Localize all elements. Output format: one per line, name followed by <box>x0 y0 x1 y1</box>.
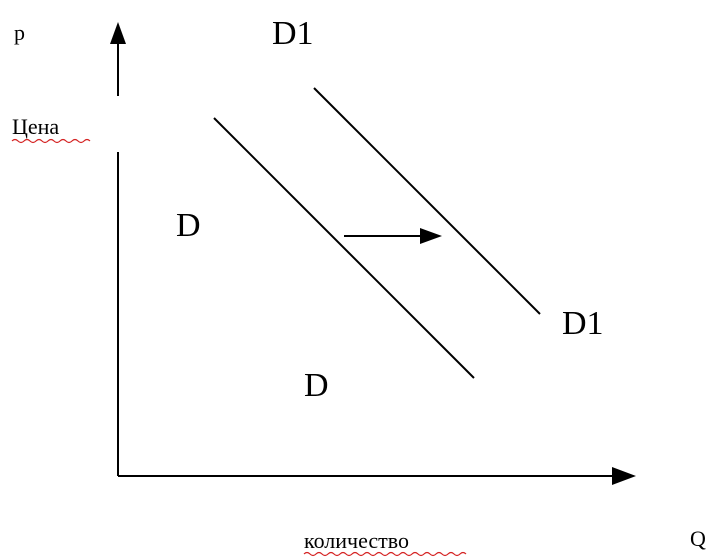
curve-d-label-bottom: D <box>304 367 329 404</box>
x-axis-label-spell-underline <box>303 551 467 557</box>
x-axis-label: количество <box>304 528 409 553</box>
y-axis-label: Цена <box>12 114 59 139</box>
curve-d-label-left: D <box>176 207 201 244</box>
curve-d1-label-right: D1 <box>562 305 604 342</box>
x-axis-arrowhead <box>612 467 636 485</box>
demand-curve-d1 <box>313 87 541 315</box>
y-axis-arrowhead <box>110 22 126 44</box>
demand-curve-d <box>213 117 475 379</box>
y-axis-label-gap <box>112 96 126 152</box>
shift-arrowhead <box>420 228 442 244</box>
curve-d1-label-top: D1 <box>272 15 314 52</box>
x-axis-symbol: Q <box>690 526 706 551</box>
y-axis-symbol: p <box>14 20 25 45</box>
y-axis-label-spell-underline <box>11 138 91 144</box>
